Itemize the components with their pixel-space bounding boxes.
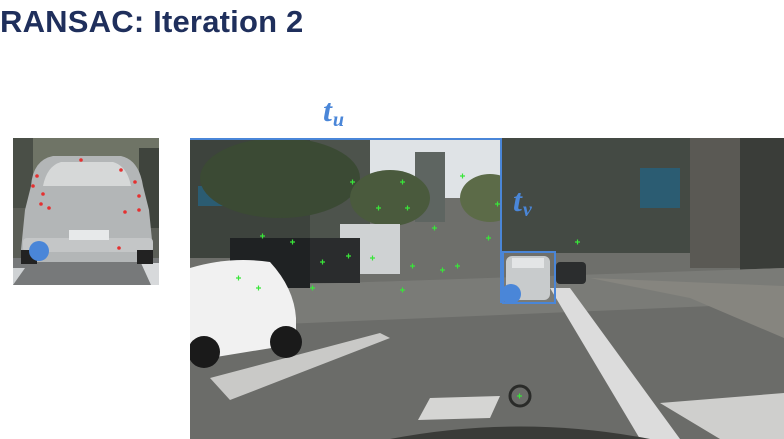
slide-title: RANSAC: Iteration 2	[0, 4, 304, 39]
t-u-translation-frame	[190, 138, 502, 303]
thumbnail-anchor-point	[29, 241, 49, 261]
scene-inlier-keypoints	[236, 173, 580, 399]
t-v-label: tv	[513, 182, 532, 221]
car-thumbnail	[13, 138, 159, 285]
t-u-label: tu	[323, 92, 345, 131]
scene-anchor-point	[501, 284, 521, 304]
target-car-bounding-box	[502, 251, 556, 304]
street-scene-image	[190, 138, 784, 439]
thumb-keypoints	[31, 158, 141, 250]
